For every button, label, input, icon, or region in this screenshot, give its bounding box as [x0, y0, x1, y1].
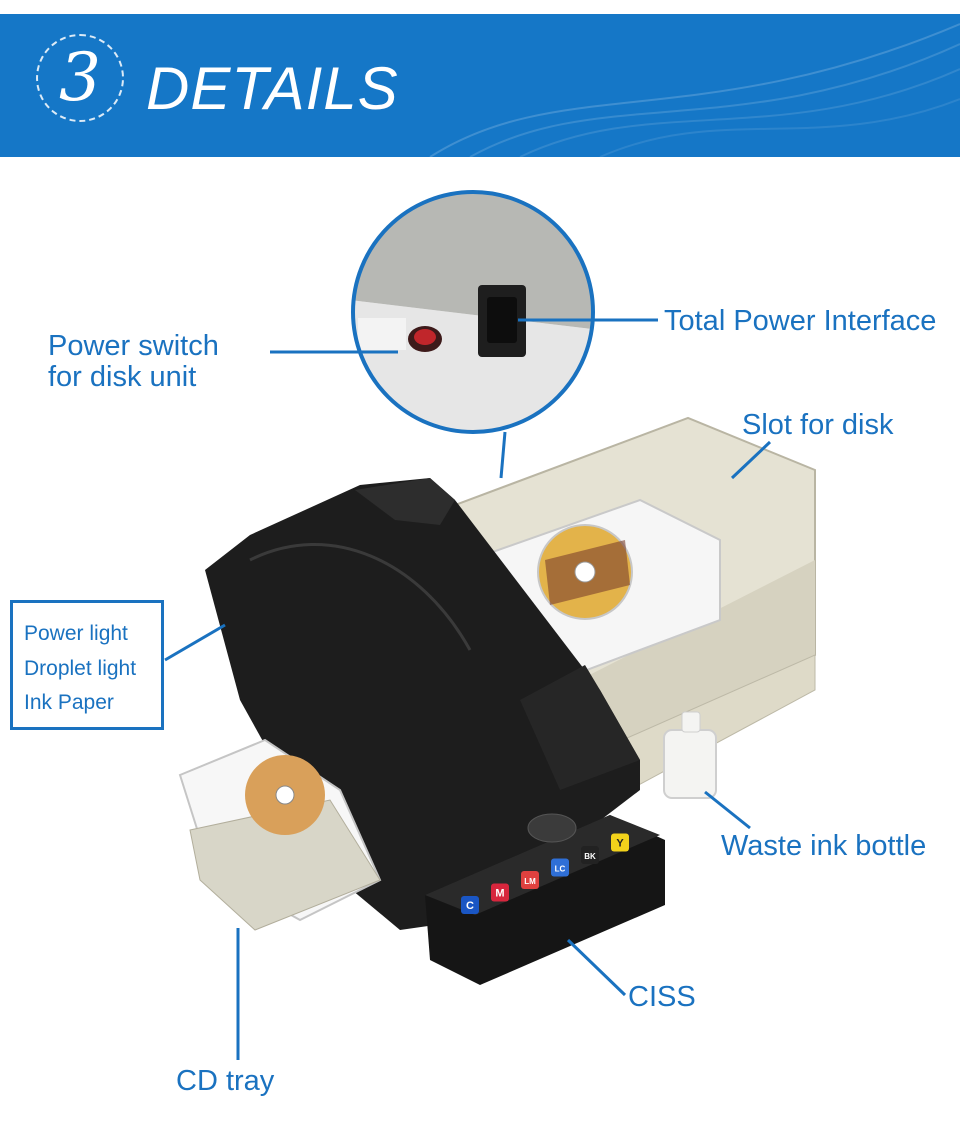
ink-paper-label: Ink Paper [24, 691, 114, 714]
ciss-ink-tanks [425, 813, 665, 985]
ink-tank-c-code: C [466, 900, 474, 912]
details-banner: 3 DETAILS [0, 14, 960, 157]
power-interface-magnifier [351, 190, 595, 434]
leader-lines [164, 318, 772, 1060]
section-title: DETAILS [146, 55, 399, 122]
ciss-label: CISS [628, 981, 696, 1013]
ink-tank-lm-badge [521, 871, 539, 889]
ink-tank-labels: C M LM LC BK Y [461, 833, 629, 914]
ink-tank-lm-code: LM [524, 877, 536, 886]
banner-wave-decoration [429, 23, 960, 157]
waste-ink-bottle-label: Waste ink bottle [721, 830, 927, 862]
section-number-circle [36, 34, 124, 122]
cd-tray [178, 738, 382, 931]
ink-tank-c-badge [461, 896, 479, 914]
ink-tank-m-badge [491, 883, 509, 902]
waste-ink-bottle [663, 711, 717, 799]
droplet-light-label: Droplet light [24, 657, 137, 680]
power-switch-label: Power switch for disk unit [48, 331, 219, 393]
total-power-interface-label: Total Power Interface [664, 305, 937, 337]
ink-tank-lc-badge [551, 858, 569, 877]
power-switch-label-line1: Power switch [48, 330, 219, 362]
indicator-lights-box: Power light Droplet light Ink Paper [10, 600, 164, 730]
cd-tray-label: CD tray [176, 1065, 275, 1097]
ink-tank-bk-code: BK [584, 852, 596, 861]
ink-tank-y-code: Y [616, 838, 624, 850]
power-light-label: Power light [24, 622, 128, 645]
ink-tank-m-code: M [495, 888, 504, 900]
power-switch-label-line2: for disk unit [48, 361, 197, 393]
slot-for-disk-label: Slot for disk [742, 409, 894, 441]
ink-tank-y-badge [611, 833, 629, 852]
ink-tank-lc-code: LC [555, 865, 566, 874]
ink-tank-bk-badge [581, 846, 599, 864]
section-number: 3 [59, 39, 101, 116]
